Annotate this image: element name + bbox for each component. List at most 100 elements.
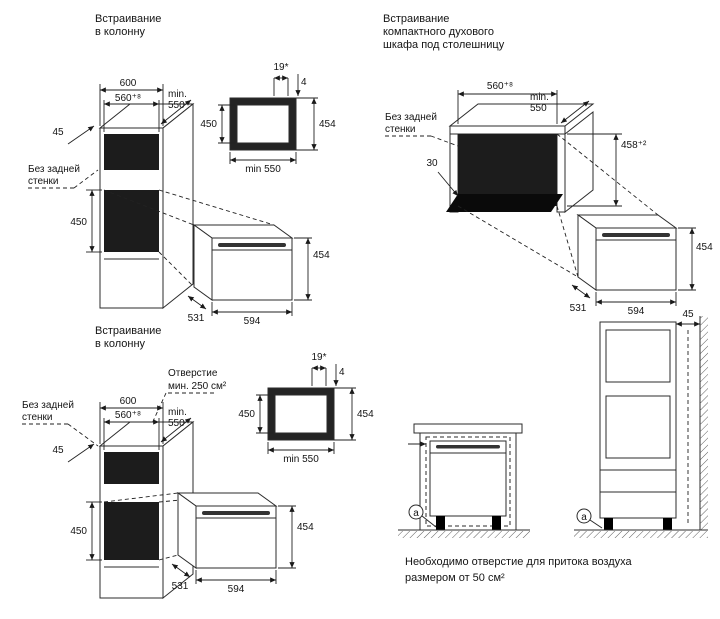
- cabinet-dimensions: 600 560⁺⁸ min. 550 45 450: [52, 78, 192, 253]
- oven-handle: [602, 233, 670, 237]
- no-back-wall-line1: Без задней: [22, 400, 74, 411]
- panel-built-in-column-top: Встраивание в колонну 600 560⁺⁸ min. 550…: [28, 13, 336, 327]
- panel-title-line1: Встраивание: [383, 13, 449, 25]
- no-back-wall-line2: стенки: [22, 412, 53, 423]
- cabinet-dimensions: 600 560⁺⁸ min. 550 45 450: [52, 396, 192, 561]
- tall-cabinet-drawing: [98, 102, 195, 310]
- oven-front-face: [195, 505, 277, 569]
- no-back-wall-line2: стенки: [385, 124, 416, 135]
- oven-foot-left: [436, 516, 445, 530]
- column-opening-oven: [605, 395, 671, 459]
- dim-label-niche-450: 450: [238, 409, 255, 420]
- cabinet-side-face: [162, 102, 194, 310]
- niche-front-rail: [446, 194, 563, 212]
- no-back-wall-note: Без задней стенки: [385, 112, 459, 147]
- panel-ventilation: a 45 a Необходимо отверстие для притока …: [398, 309, 708, 584]
- dim-label-550: 550: [530, 103, 547, 114]
- column-opening-upper: [605, 329, 671, 383]
- cabinet-opening-oven-niche: [104, 502, 159, 560]
- niche-section-detail: 19* 4 450 454 min 550: [200, 62, 336, 175]
- dim-label-4: 4: [301, 77, 307, 88]
- floor-hatch: [398, 531, 530, 538]
- dim-label-niche-450: 450: [200, 119, 217, 130]
- column-body: [599, 321, 677, 519]
- niche-outline-dashed: [425, 436, 511, 527]
- dim-label-oven-454: 454: [297, 522, 314, 533]
- niche-cross-section: [267, 387, 335, 441]
- dim-label-oven-454: 454: [696, 242, 713, 253]
- no-back-wall-line2: стенки: [28, 176, 59, 187]
- oven-handle: [436, 445, 500, 449]
- dim-label-45: 45: [682, 309, 694, 320]
- dim-label-560: 560⁺⁸: [487, 81, 513, 92]
- panel-title-line2: компактного духового: [383, 26, 494, 38]
- dim-label-oven-454: 454: [313, 250, 330, 261]
- oven-side-face: [577, 214, 597, 291]
- oven-front: [429, 440, 507, 517]
- dim-label-min: min.: [168, 407, 187, 418]
- vent-hole-note: Отверстие мин. 250 см²: [149, 368, 227, 429]
- panel-title-line2: в колонну: [95, 26, 146, 38]
- worktop: [413, 423, 523, 434]
- dim-label-niche-454: 454: [319, 119, 336, 130]
- wall-hatch: [700, 316, 708, 530]
- oven-drawing: 454 594 531: [103, 492, 314, 595]
- dim-label-560: 560⁺⁸: [115, 410, 141, 421]
- column-front-view: 45 a: [574, 309, 708, 538]
- dim-label-min: min.: [530, 92, 549, 103]
- dim-label-30: 30: [426, 158, 438, 169]
- vent-note-line2: мин. 250 см²: [168, 381, 227, 392]
- dim-label-450: 450: [70, 217, 87, 228]
- panel-built-in-column-bottom: Встраивание в колонну Отверстие мин. 250…: [22, 325, 374, 600]
- dim-label-oven-594: 594: [228, 584, 245, 595]
- dim-label-min550: min 550: [245, 164, 281, 175]
- floor-hatch: [574, 531, 708, 538]
- dim-label-oven-531: 531: [188, 313, 205, 324]
- tall-cabinet-drawing: [98, 420, 195, 600]
- column-foot-right: [663, 518, 672, 530]
- oven-handle: [218, 243, 286, 247]
- no-back-wall-note: Без задней стенки: [22, 400, 99, 447]
- dim-label-560: 560⁺⁸: [115, 93, 141, 104]
- dim-label-19: 19*: [311, 352, 326, 363]
- dim-label-458: 458⁺²: [621, 140, 647, 151]
- cabinet-opening-upper: [104, 452, 159, 484]
- dim-label-oven-531: 531: [570, 303, 587, 314]
- worktop-front-edge: [449, 125, 566, 135]
- niche-cross-section: [229, 97, 297, 151]
- column-foot-left: [604, 518, 613, 530]
- oven-front-face: [211, 237, 293, 301]
- dim-label-oven-594: 594: [628, 306, 645, 317]
- no-back-wall-line1: Без задней: [28, 164, 80, 175]
- no-back-wall-line1: Без задней: [385, 112, 437, 123]
- niche-side-face: [564, 110, 594, 214]
- panel-title-line3: шкафа под столешницу: [383, 39, 505, 51]
- panel-title-line1: Встраивание: [95, 325, 161, 337]
- marker-a-circle: [408, 504, 424, 520]
- dim-label-min: min.: [168, 89, 187, 100]
- dim-label-600: 600: [120, 396, 137, 407]
- niche-section-detail: 19* 4 450 454 min 550: [238, 352, 374, 465]
- panel-built-in-undercounter: Встраивание компактного духового шкафа п…: [383, 13, 713, 317]
- oven-front-face: [595, 227, 677, 291]
- dim-label-oven-531: 531: [172, 581, 189, 592]
- oven-side-face: [177, 492, 197, 569]
- cabinet-opening-upper: [104, 134, 159, 170]
- vent-note-line1: Отверстие: [168, 368, 218, 379]
- dim-label-450: 450: [70, 526, 87, 537]
- dim-label-45: 45: [52, 127, 64, 138]
- oven-foot-right: [492, 516, 501, 530]
- dim-label-19: 19*: [273, 62, 288, 73]
- dim-label-min550: min 550: [283, 454, 319, 465]
- dim-label-oven-594: 594: [244, 316, 261, 327]
- panel-title-line2: в колонну: [95, 338, 146, 350]
- no-back-wall-note: Без задней стенки: [28, 164, 99, 189]
- ventilation-caption-line2: размером от 50 см²: [405, 572, 505, 584]
- undercounter-front-view: a: [398, 423, 530, 538]
- marker-a-label: a: [581, 512, 587, 523]
- cabinet-opening-oven-niche: [104, 190, 159, 252]
- dim-label-550: 550: [168, 418, 185, 429]
- oven-drawing: 454 594 531: [457, 133, 713, 317]
